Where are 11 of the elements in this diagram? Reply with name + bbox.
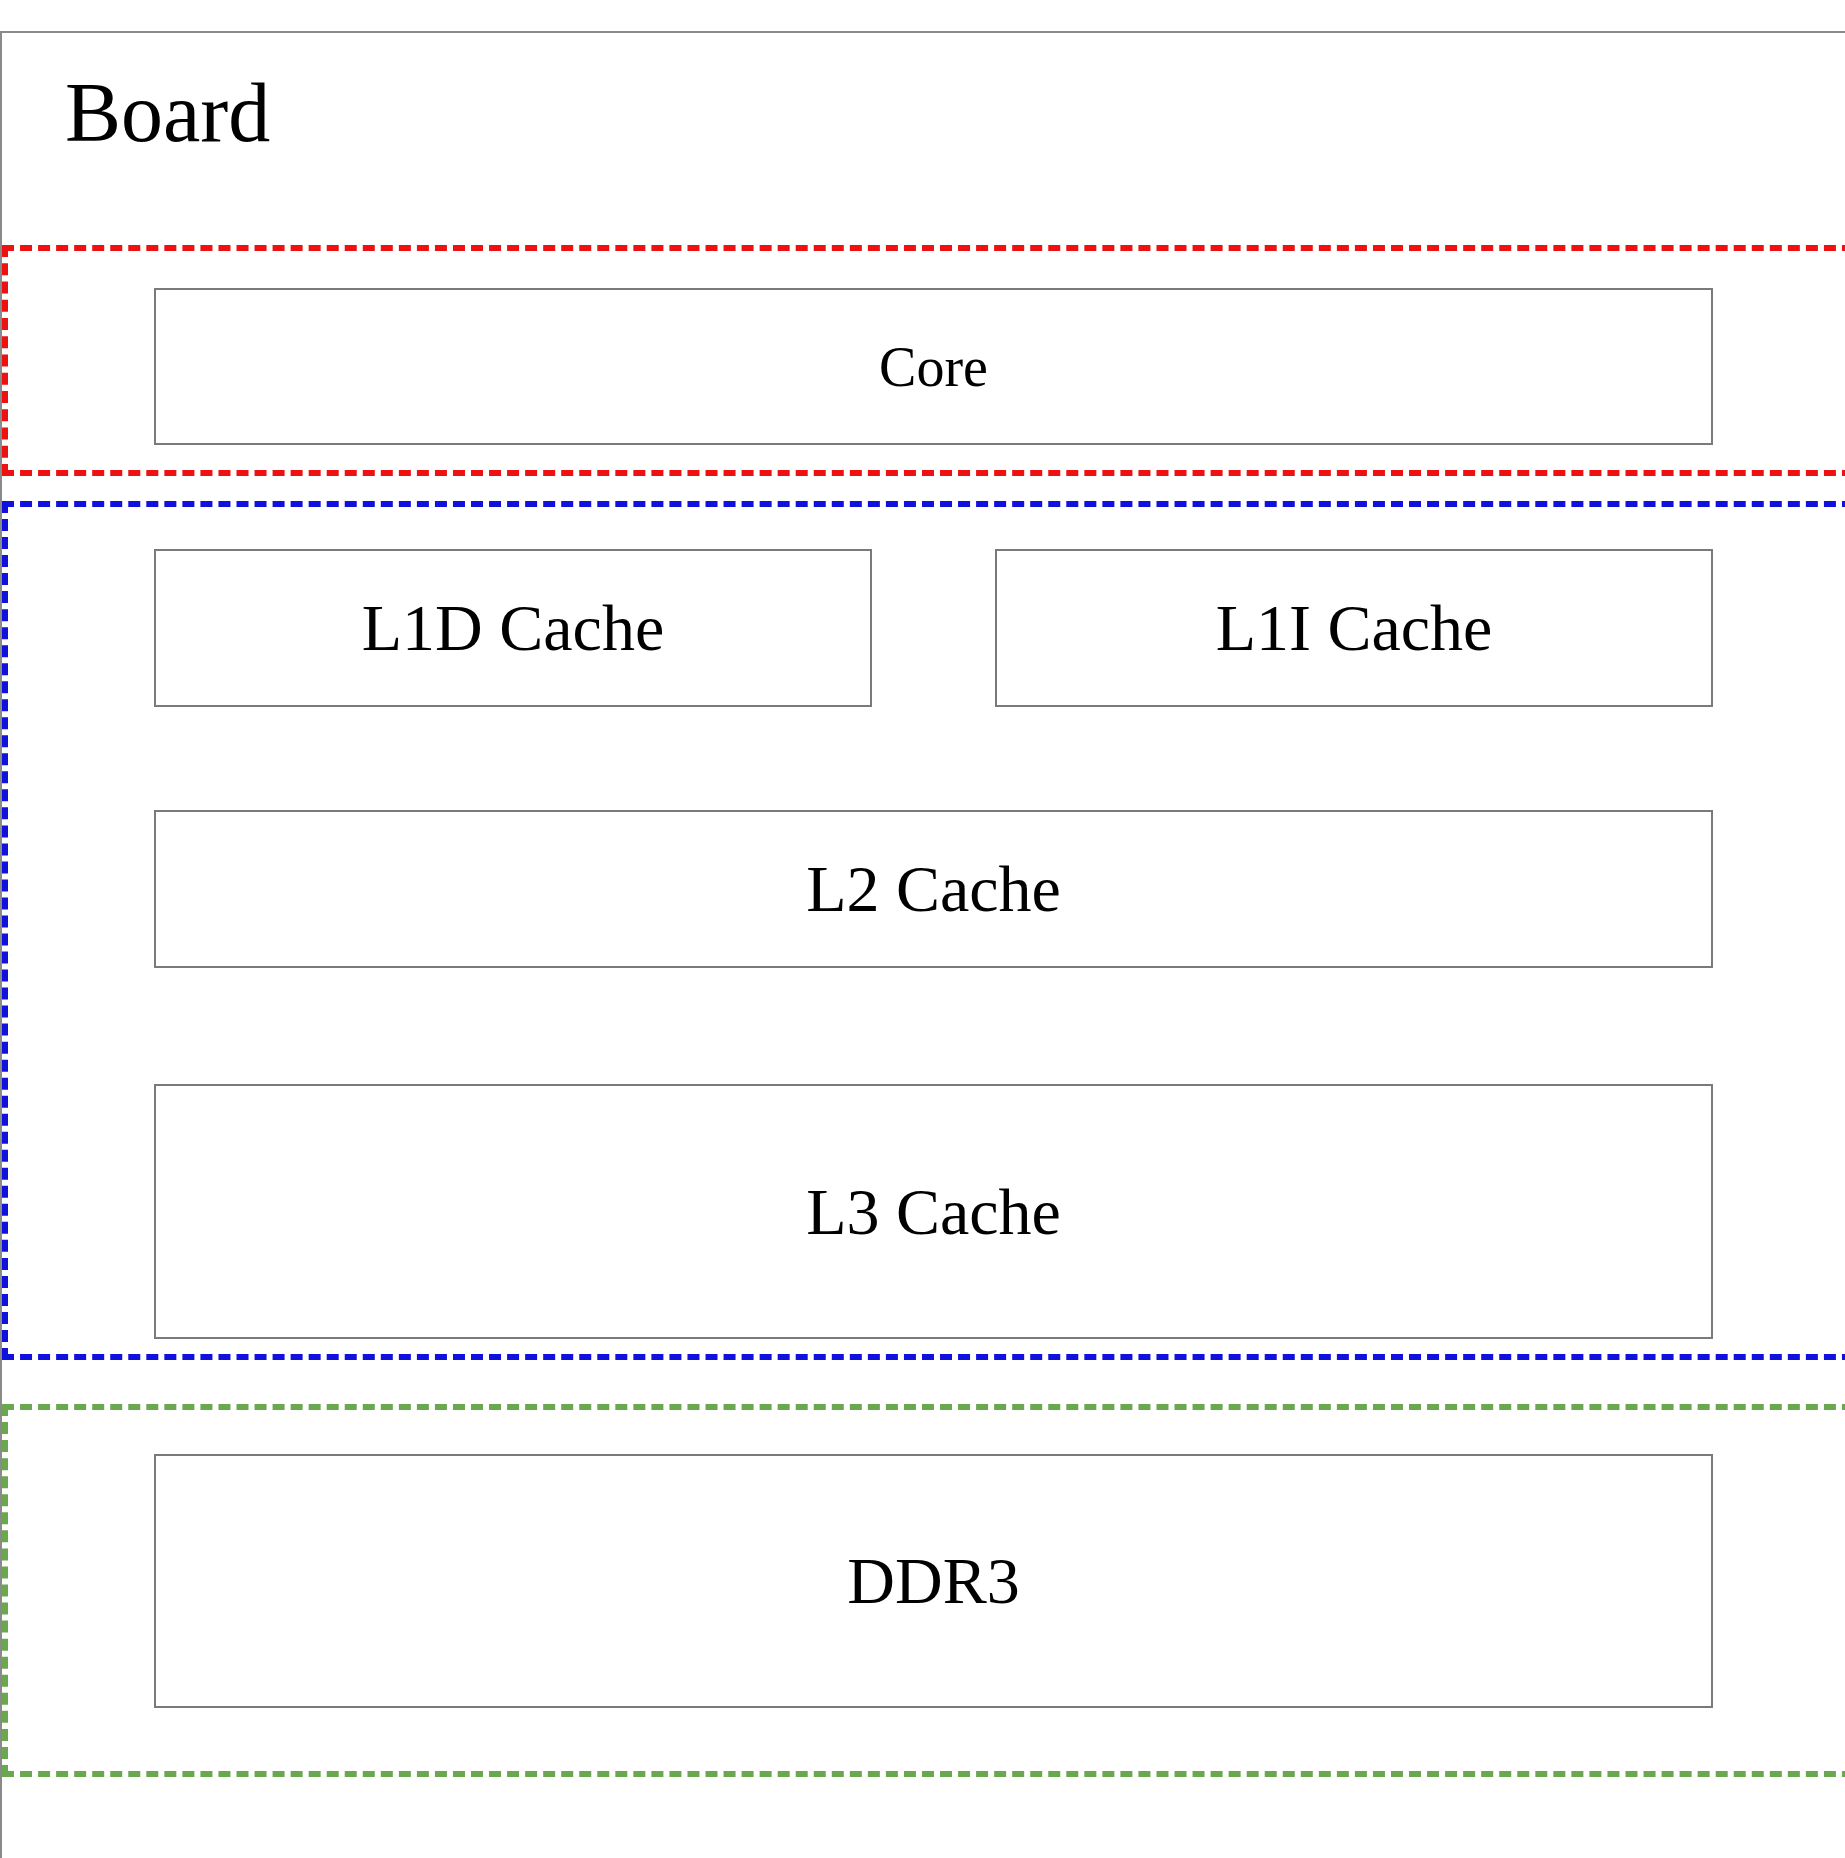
component-box: L1I Cache — [995, 549, 1713, 707]
component-box: L3 Cache — [154, 1084, 1713, 1339]
dashed-region — [2, 1404, 1845, 1777]
component-box: DDR3 — [154, 1454, 1713, 1708]
component-box: L1D Cache — [154, 549, 872, 707]
component-box: L2 Cache — [154, 810, 1713, 968]
board-panel — [0, 31, 1845, 1858]
dashed-region — [2, 501, 1845, 1360]
component-box: Core — [154, 288, 1713, 445]
panel-title: Board — [65, 71, 271, 155]
dashed-region — [2, 245, 1845, 476]
